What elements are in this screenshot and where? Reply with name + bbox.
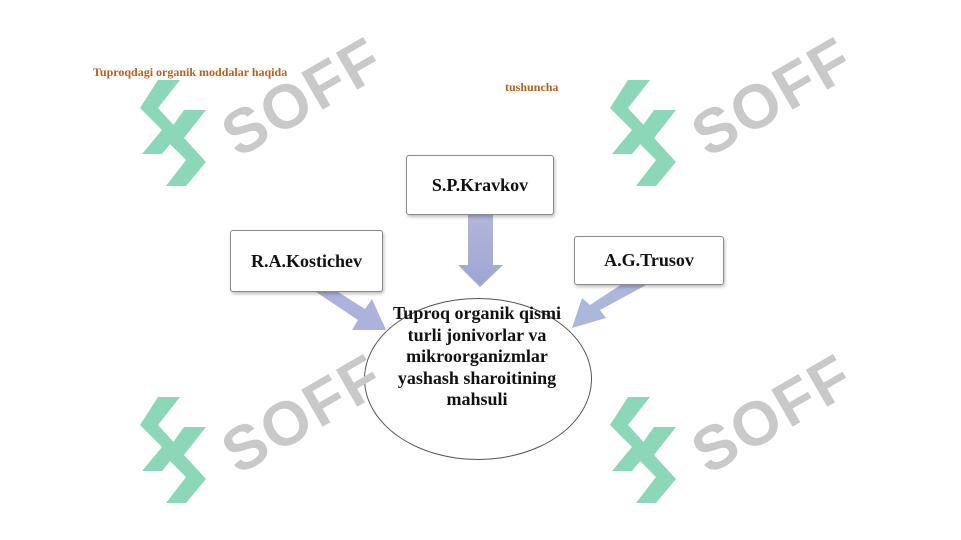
author-box-trusov: A.G.Trusov bbox=[574, 236, 724, 285]
slide-heading-right: tushuncha bbox=[505, 80, 559, 94]
arrow-diag-right bbox=[572, 284, 648, 328]
arrow-diag-left bbox=[316, 292, 386, 330]
author-box-kravkov: S.P.Kravkov bbox=[406, 155, 554, 215]
arrow-down bbox=[458, 214, 503, 287]
slide-heading-left: Tuproqdagi organik moddalar haqida bbox=[93, 65, 288, 79]
center-statement: Tuproq organik qismi turli jonivorlar va… bbox=[392, 303, 562, 409]
author-box-kostichev: R.A.Kostichev bbox=[230, 230, 383, 292]
center-ellipse bbox=[364, 298, 592, 460]
